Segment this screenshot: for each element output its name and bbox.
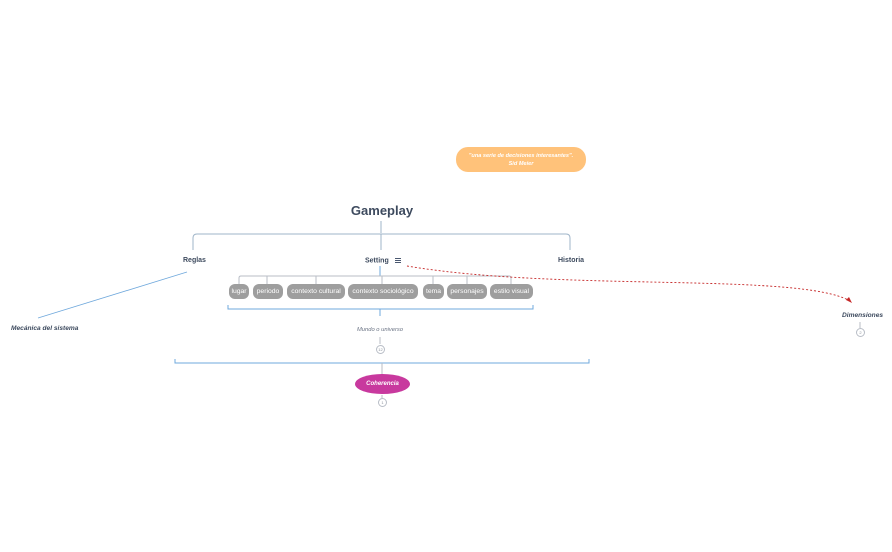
collapse-badge-1[interactable]: 1 — [378, 398, 387, 407]
topic-lugar[interactable]: lugar — [229, 284, 249, 299]
quote-text: "una serie de decisiones interesantes". — [468, 152, 574, 159]
topic-estilo-visual[interactable]: estilo visual — [490, 284, 533, 299]
collapse-badge-2[interactable]: 2 — [856, 328, 865, 337]
note-icon[interactable] — [394, 257, 401, 264]
branch-setting[interactable]: Setting — [365, 257, 401, 264]
collapse-badge-12[interactable]: 12 — [376, 345, 385, 354]
topic-tema[interactable]: tema — [423, 284, 444, 299]
topic-periodo[interactable]: periodo — [253, 284, 283, 299]
summary-label[interactable]: Mundo o universo — [356, 327, 404, 333]
topic-contexto-cultural[interactable]: contexto cultural — [287, 284, 345, 299]
branch-setting-label: Setting — [365, 257, 389, 265]
floating-topic-mecanica[interactable]: Mecánica del sistema — [11, 325, 79, 332]
quote-author: Sid Meier — [508, 160, 534, 167]
floating-topic-dimensiones[interactable]: Dimensiones — [842, 312, 884, 319]
root-topic[interactable]: Gameplay — [350, 203, 414, 218]
topic-personajes[interactable]: personajes — [447, 284, 487, 299]
quote-callout[interactable]: "una serie de decisiones interesantes". … — [456, 147, 586, 172]
branch-historia[interactable]: Historia — [558, 257, 585, 264]
coherencia-node[interactable]: Coherencia — [355, 374, 410, 394]
branch-reglas[interactable]: Reglas — [183, 257, 206, 264]
topic-contexto-sociologico[interactable]: contexto sociológico — [348, 284, 418, 299]
